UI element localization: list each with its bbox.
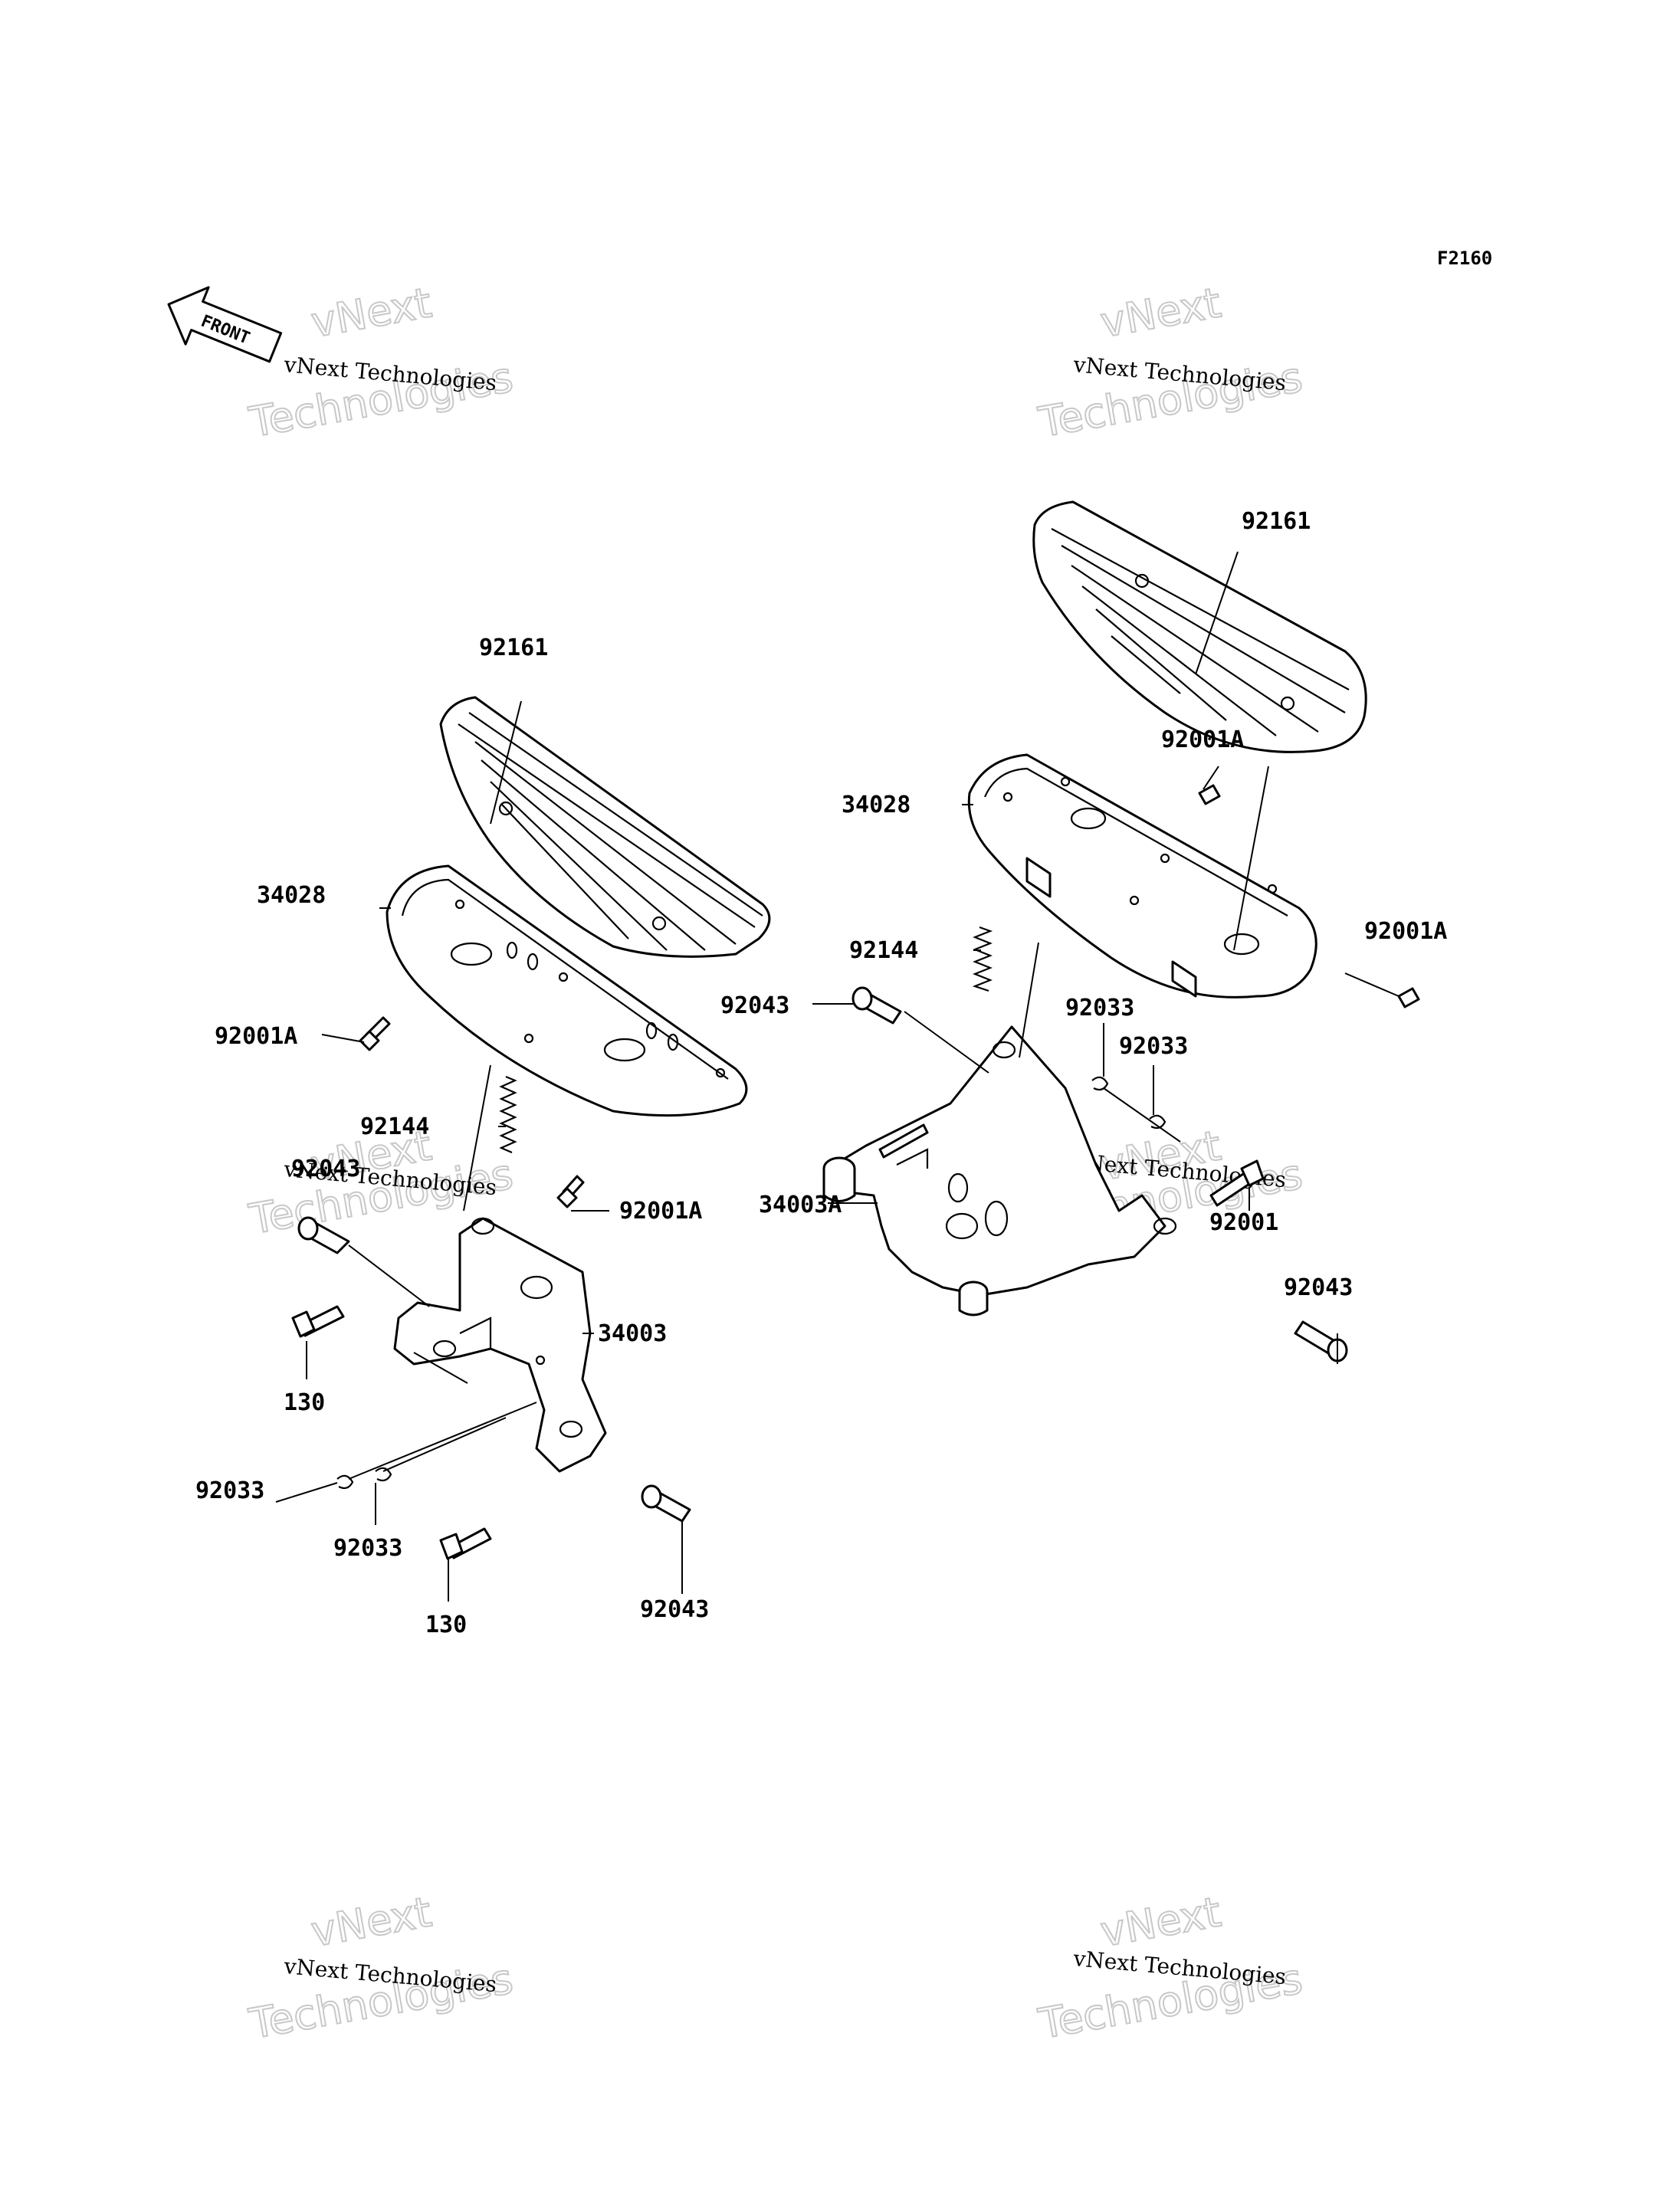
right-floorboard-assembly bbox=[822, 500, 1420, 1362]
svg-text:vNext: vNext bbox=[1097, 278, 1224, 346]
watermark-top-right: vNext Technologies vNext Technologies bbox=[1034, 277, 1307, 448]
label-right-92001: 92001 bbox=[1209, 1209, 1278, 1236]
left-rubber-pad bbox=[439, 696, 771, 958]
watermark-bottom-left: vNext Technologies vNext Technologies bbox=[244, 1887, 517, 2049]
label-left-92144: 92144 bbox=[360, 1113, 429, 1140]
label-right-34028: 34028 bbox=[842, 792, 911, 818]
label-right-92144: 92144 bbox=[849, 937, 918, 964]
right-bolt bbox=[1209, 1159, 1265, 1207]
left-bracket bbox=[393, 1217, 607, 1473]
right-screw-top bbox=[1198, 784, 1221, 805]
figure-code: F2160 bbox=[1437, 248, 1492, 269]
right-floorboard bbox=[967, 753, 1317, 998]
label-right-92033-a: 92033 bbox=[1065, 995, 1134, 1021]
label-left-92043-upper: 92043 bbox=[291, 1156, 360, 1182]
svg-text:vNext: vNext bbox=[307, 278, 435, 346]
label-right-92033-b: 92033 bbox=[1119, 1033, 1188, 1060]
left-screw-lower bbox=[556, 1175, 585, 1208]
left-floorboard-assembly bbox=[291, 696, 771, 1560]
label-right-92043-lower: 92043 bbox=[1284, 1274, 1353, 1301]
svg-text:vNext: vNext bbox=[1097, 1887, 1224, 1956]
watermark-top-left: vNext Technologies vNext Technologies bbox=[244, 277, 517, 448]
label-left-130-upper: 130 bbox=[284, 1389, 325, 1416]
right-clip-b bbox=[1149, 1114, 1166, 1130]
left-bolt-lower bbox=[439, 1527, 492, 1560]
left-spring bbox=[499, 1075, 517, 1154]
right-pin-upper bbox=[851, 986, 902, 1025]
right-screw-side bbox=[1397, 987, 1420, 1008]
right-rubber-pad bbox=[1032, 500, 1367, 753]
left-floorboard bbox=[386, 864, 748, 1117]
leader-lines bbox=[275, 551, 1399, 1602]
part-labels: 92161 34028 92001A 92144 92043 92001A 34… bbox=[195, 508, 1447, 1638]
left-pin-upper bbox=[297, 1216, 350, 1254]
label-right-92043-upper: 92043 bbox=[720, 992, 789, 1019]
label-left-130-lower: 130 bbox=[425, 1612, 467, 1638]
label-left-92043-lower: 92043 bbox=[640, 1596, 709, 1623]
right-small-pin bbox=[878, 1123, 929, 1159]
right-bracket bbox=[822, 1025, 1177, 1317]
right-pin-lower bbox=[1294, 1320, 1348, 1362]
label-right-34003A: 34003A bbox=[759, 1192, 842, 1218]
label-left-34028: 34028 bbox=[257, 882, 326, 909]
label-right-92001A-top: 92001A bbox=[1161, 726, 1244, 753]
svg-text:vNext: vNext bbox=[307, 1887, 435, 1956]
left-screw-upper bbox=[359, 1016, 391, 1051]
watermark-bottom-right: vNext Technologies vNext Technologies bbox=[1034, 1887, 1307, 2049]
label-left-92033-a: 92033 bbox=[195, 1477, 264, 1504]
label-left-34003: 34003 bbox=[598, 1320, 667, 1347]
label-left-92033-b: 92033 bbox=[333, 1535, 402, 1562]
label-left-92161: 92161 bbox=[479, 635, 548, 661]
left-clip-a bbox=[336, 1474, 354, 1490]
label-left-92001A-upper: 92001A bbox=[215, 1023, 297, 1050]
left-bolt-upper bbox=[291, 1305, 345, 1338]
left-clip-b bbox=[375, 1467, 392, 1482]
label-right-92161: 92161 bbox=[1242, 508, 1311, 535]
label-right-92001A-side: 92001A bbox=[1364, 918, 1447, 945]
front-arrow-icon: FRONT bbox=[167, 286, 283, 363]
left-pin-lower bbox=[641, 1484, 691, 1523]
right-spring bbox=[972, 926, 993, 992]
label-left-92001A-lower: 92001A bbox=[619, 1198, 702, 1225]
right-clip-a bbox=[1091, 1076, 1109, 1091]
